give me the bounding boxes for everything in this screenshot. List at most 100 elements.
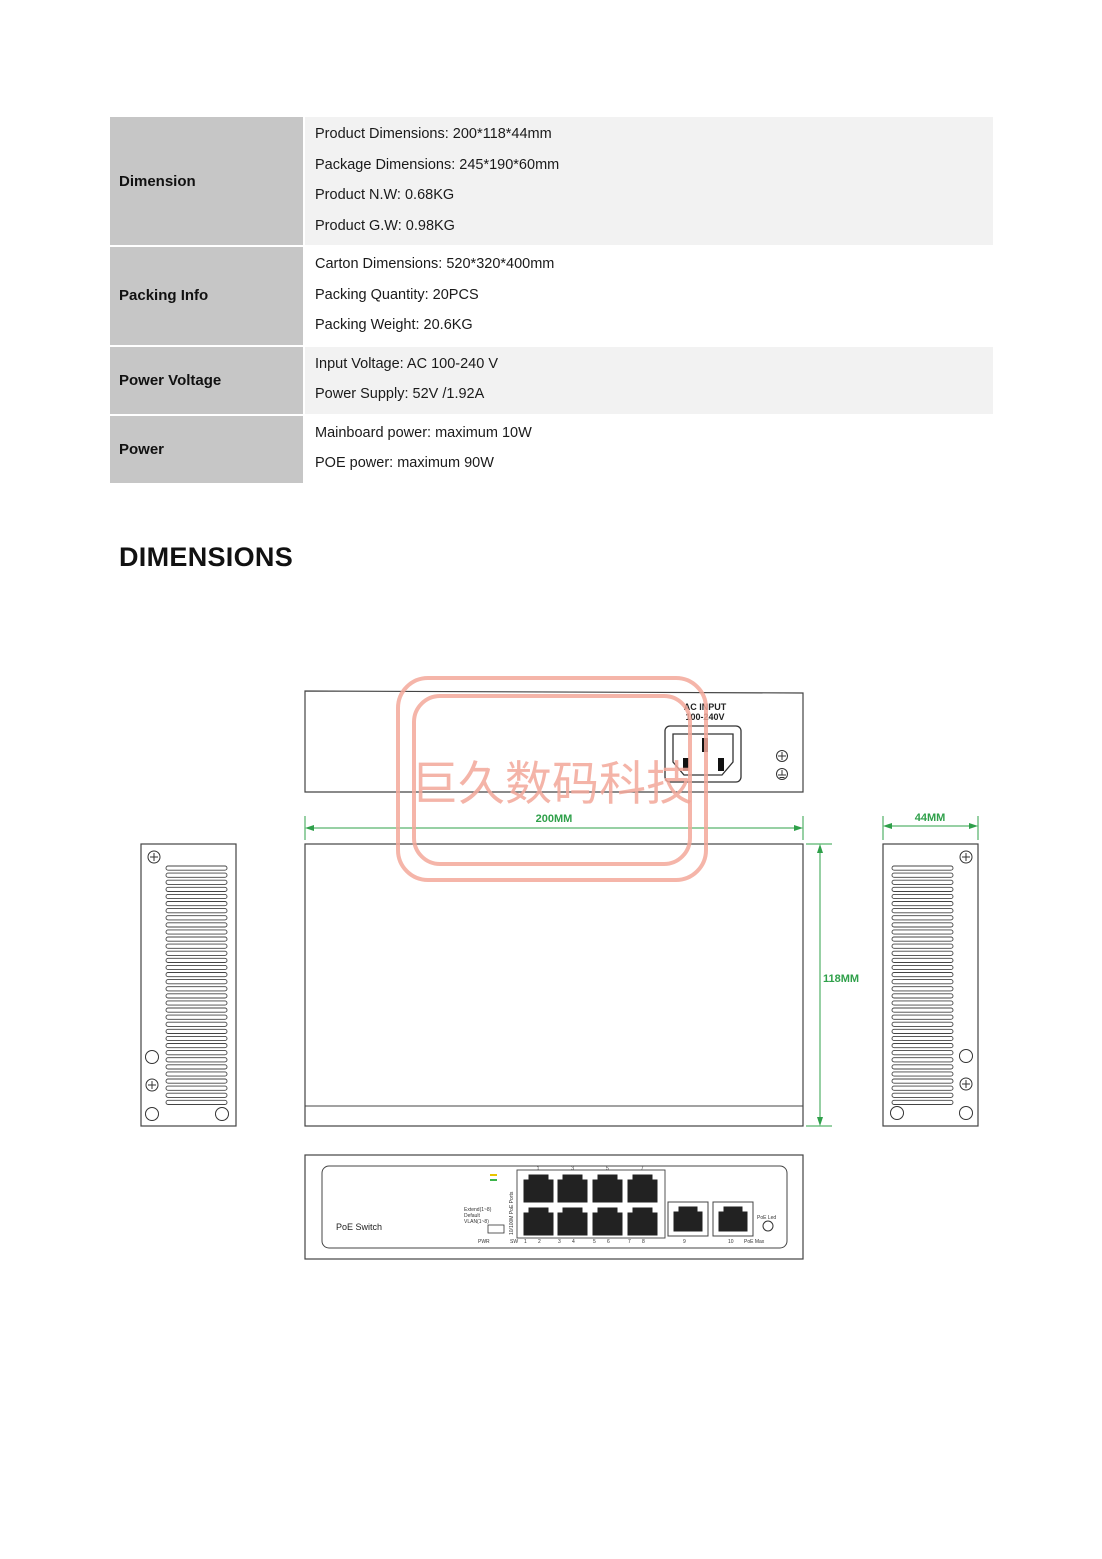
spec-value-line: Input Voltage: AC 100-240 V [315,355,498,372]
dip-switch[interactable] [487,1224,505,1234]
vent-slot [891,1021,954,1027]
vent-slot [165,1000,228,1006]
vent-slot [165,1085,228,1091]
vent-slot [891,908,954,914]
spec-label: Power Voltage [110,346,305,414]
port-led-label: 7 [628,1239,631,1245]
ethernet-port-icon[interactable] [557,1207,588,1236]
vent-slot [891,1000,954,1006]
vent-slot [165,950,228,956]
vent-slot [165,964,228,971]
ethernet-port-icon[interactable] [592,1207,623,1236]
vent-slot [891,936,954,942]
vent-slot [891,1064,954,1070]
watermark: 巨久数码科技 [396,676,708,882]
vent-slot [891,1092,954,1098]
pwr-label: PWR [478,1239,490,1245]
spec-value-line: Product G.W: 0.98KG [315,217,455,234]
port-led-label: 10 [728,1239,734,1245]
vent-slot [165,1071,228,1077]
rear-panel: AC INPUT 100-240V [304,690,804,793]
ethernet-port-icon[interactable] [627,1174,658,1203]
vent-slot [891,964,954,971]
vent-slot [165,1078,228,1084]
top-view [304,843,804,1127]
mount-hole [215,1107,229,1121]
ethernet-port-icon[interactable] [673,1206,703,1232]
vent-slot [165,986,228,992]
port-number-label: 3 [571,1166,574,1172]
vent-slot [891,1085,954,1091]
ethernet-port-icon[interactable] [523,1207,554,1236]
poe-led-label: PoE Led [757,1215,776,1221]
right-side-view [882,843,979,1127]
vent-slot [165,886,228,892]
vent-slot [891,872,954,878]
vent-slot [891,957,954,963]
vent-slot [165,972,228,978]
port-number-label: 5 [606,1166,609,1172]
port-number-label: 7 [641,1166,644,1172]
vent-slot [891,943,954,949]
screw-icon [776,750,788,762]
front-panel: PoE Switch Extend(1~8) Default VLAN(1~8)… [304,1154,804,1260]
vent-slot [891,986,954,992]
dip-label: Default [464,1213,480,1219]
screw-icon [145,1078,159,1092]
vent-slot [891,1043,954,1049]
screw-icon [959,850,973,864]
port-led-label: SW [510,1239,518,1245]
vent-slot [165,872,228,878]
vent-slot [891,1071,954,1077]
vent-slot [165,936,228,942]
spec-value-line: POE power: maximum 90W [315,455,494,471]
vent-slot [165,893,228,900]
vent-slot [891,886,954,892]
vent-slot [165,1035,228,1042]
vent-slot [165,929,228,935]
ethernet-port-icon[interactable] [627,1207,658,1236]
spec-label: Power [110,415,305,483]
vent-slot [891,915,954,921]
mount-hole [145,1050,159,1064]
vent-slot [891,1078,954,1084]
height-label: 44MM [915,812,946,824]
vent-slot [165,1064,228,1070]
vent-slot [165,957,228,963]
vent-slot [891,1035,954,1042]
section-heading: DIMENSIONS [119,542,294,572]
port-led-label: 3 [558,1239,561,1245]
ethernet-port-icon[interactable] [557,1174,588,1203]
ac-socket-icon [664,725,742,783]
mount-hole [890,1106,904,1120]
depth-dimension: 118MM [806,843,859,1127]
ethernet-port-icon[interactable] [592,1174,623,1203]
port-led-label: 4 [572,1239,575,1245]
port-led-label: 6 [607,1239,610,1245]
left-side-view [140,843,237,1127]
vent-slot [165,993,228,999]
vent-slot [891,972,954,978]
vent-slot [165,1099,228,1105]
ac-input-label: AC INPUT [684,702,727,712]
spec-label: Packing Info [110,247,305,345]
ethernet-port-icon[interactable] [523,1174,554,1203]
vent-slot [891,893,954,900]
depth-label: 118MM [823,973,859,985]
vent-slot [165,922,228,928]
spec-value-line: Packing Quantity: 20PCS [315,286,479,303]
port-group-label: 10/100M PoE Ports [509,1191,515,1235]
ethernet-port-icon[interactable] [718,1206,748,1232]
vent-slot [891,993,954,999]
vent-slot [891,950,954,956]
vent-slot [165,901,228,907]
height-dimension: 44MM [882,812,979,840]
vent-slot [165,1050,228,1056]
vent-slot [165,1092,228,1098]
